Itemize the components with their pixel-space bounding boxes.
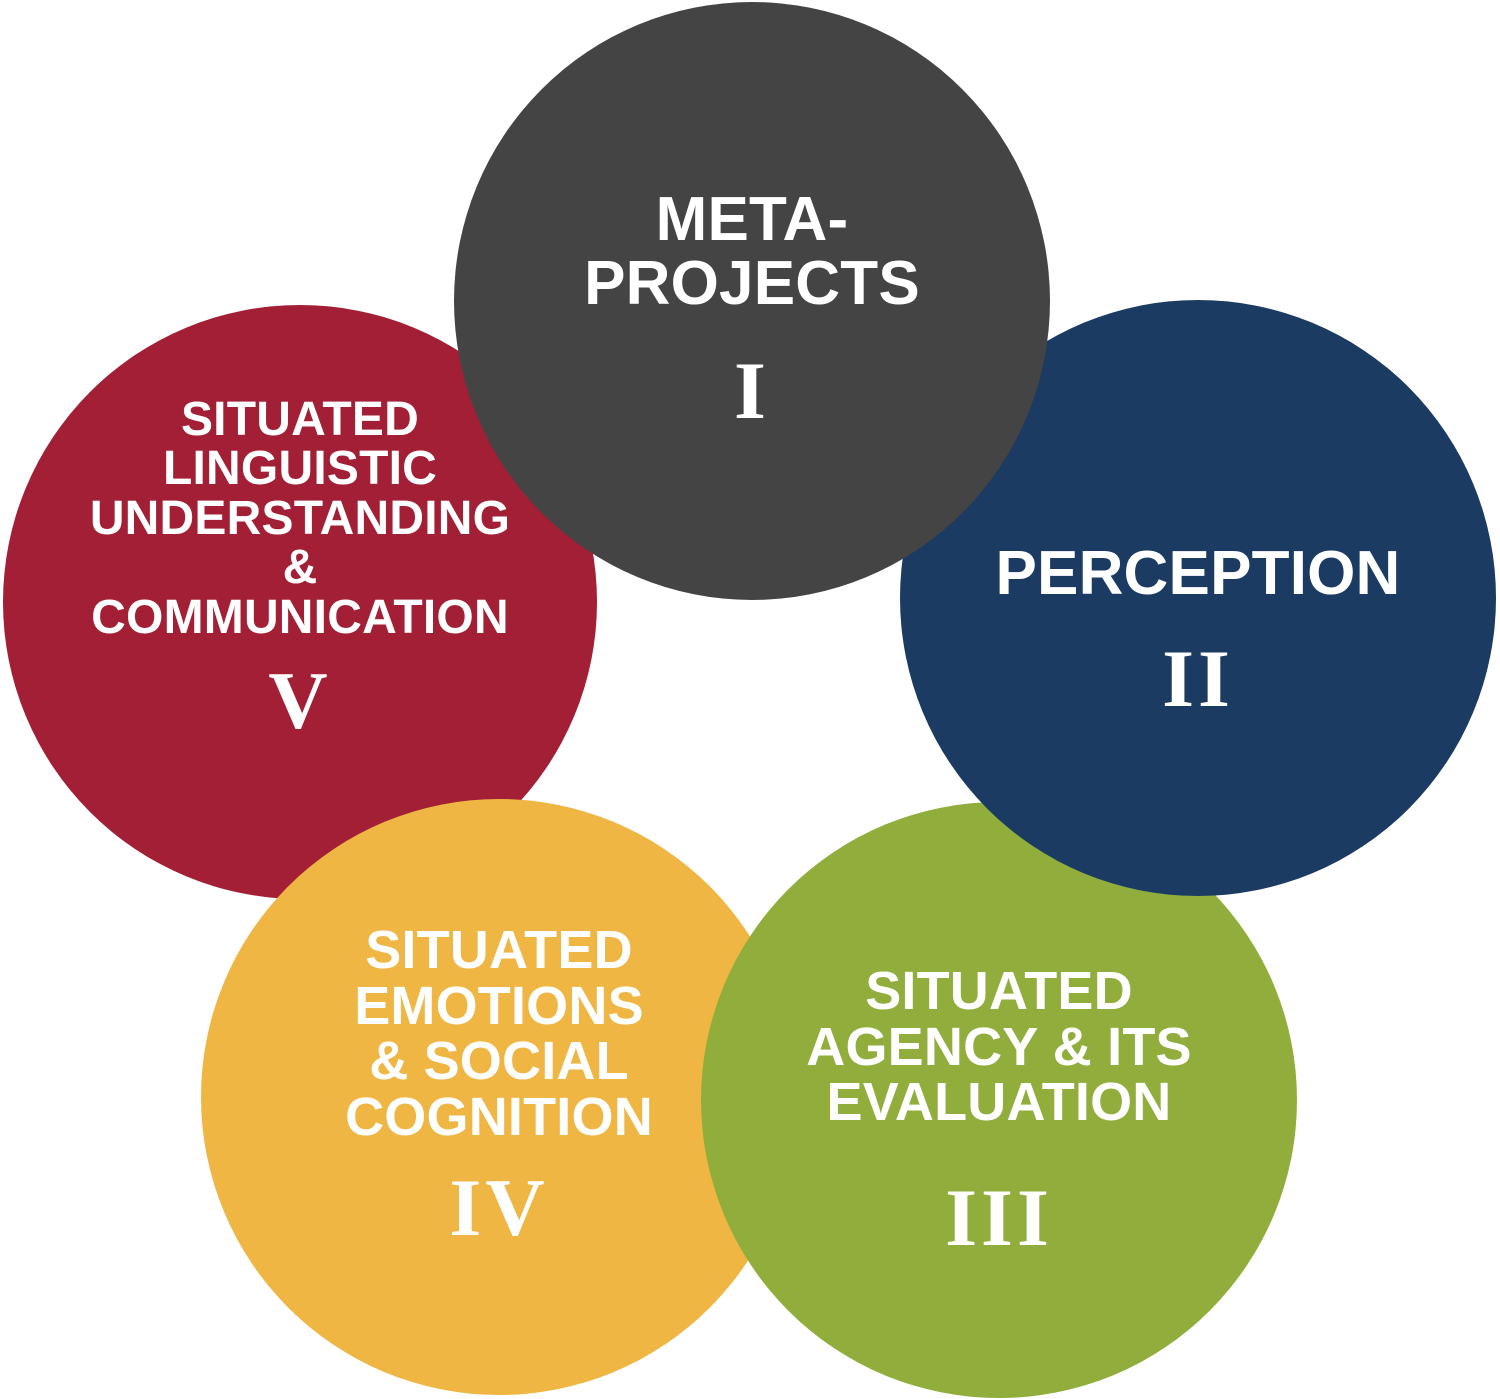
circle-meta-projects[interactable]: META- PROJECTS I <box>454 2 1050 600</box>
circle-situated-emotions-and-social-cognition[interactable]: SITUATED EMOTIONS & SOCIAL COGNITION IV <box>201 799 797 1395</box>
circle-numeral-meta-projects: I <box>734 344 770 436</box>
circle-numeral-perception: II <box>1162 632 1234 724</box>
circle-situated-agency-and-its-evaluation[interactable]: SITUATED AGENCY & ITS EVALUATION III <box>701 802 1297 1398</box>
circle-label-perception: PERCEPTION <box>995 539 1401 608</box>
circle-numeral-emotions: IV <box>449 1162 549 1254</box>
circle-label-linguistic: SITUATED LINGUISTIC UNDERSTANDING & COMM… <box>89 393 511 644</box>
circle-label-agency: SITUATED AGENCY & ITS EVALUATION <box>806 961 1192 1133</box>
circle-label-emotions: SITUATED EMOTIONS & SOCIAL COGNITION <box>345 920 653 1147</box>
circle-numeral-linguistic: V <box>268 655 332 747</box>
circle-numeral-agency: III <box>945 1171 1053 1263</box>
circle-label-meta-projects: META- PROJECTS <box>584 185 920 318</box>
